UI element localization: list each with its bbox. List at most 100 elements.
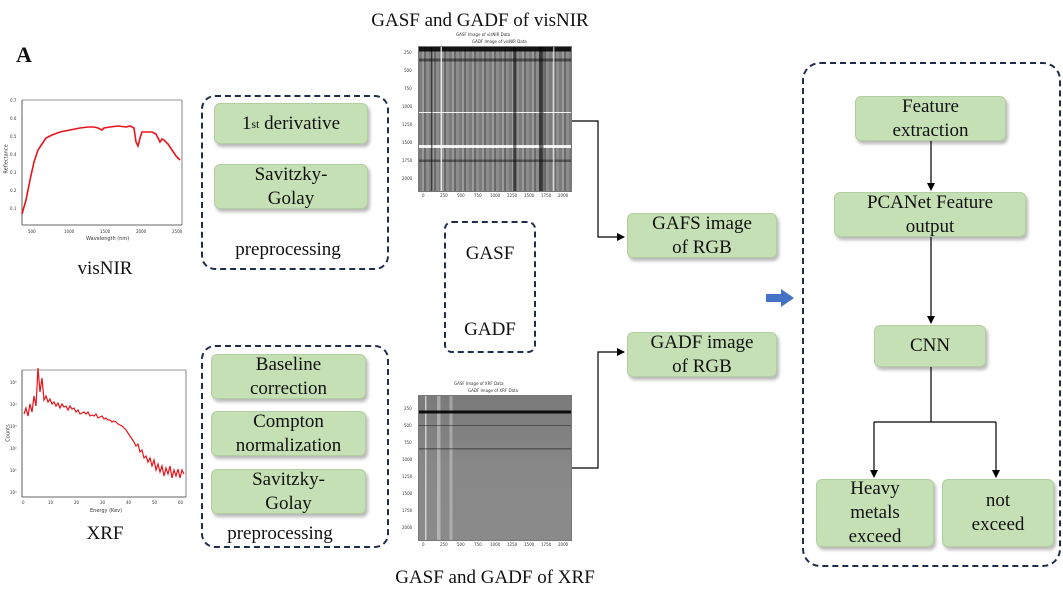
visnir-matrix-xtick: 250 — [440, 193, 448, 198]
gasf-label: GASF — [465, 243, 515, 264]
visnir-gadf-image-title: GADF Image of visNIR Data — [472, 39, 527, 44]
first-derivative-number: 1 — [241, 112, 252, 134]
visnir-matrix-xtick: 1500 — [524, 193, 535, 198]
not-exceed-box: not exceed — [942, 479, 1054, 547]
gadf-rgb-image-box: GADF image of RGB — [627, 332, 777, 377]
baseline-correction-box: Baseline correction — [211, 354, 366, 399]
xrf-gaf-matrix — [418, 395, 572, 541]
xrf-matrix-xtick: 1750 — [541, 542, 552, 547]
pcanet-feature-output-box: PCANet Feature output — [834, 192, 1026, 237]
visnir-xtick: 1500 — [100, 229, 111, 234]
xrf-xtick: 50 — [152, 500, 158, 505]
xrf-ylabel: Counts — [5, 424, 12, 442]
visnir-spectrum-plot: 500 1000 1500 2000 2500 0.7 0.6 0.5 0.4 … — [4, 92, 188, 242]
visnir-xtick: 2000 — [136, 229, 147, 234]
visnir-matrix-ytick: 1000 — [402, 104, 413, 109]
xrf-matrix-title: GASF and GADF of XRF — [395, 567, 595, 588]
xrf-ytick: 10⁴ — [10, 402, 17, 407]
big-flow-arrow — [766, 289, 794, 307]
visnir-matrix-xtick: 0 — [422, 193, 425, 198]
visnir-matrix-ytick: 1250 — [402, 122, 413, 127]
visnir-gaf-image: GASF Image of visNIR Data GADF Image of … — [394, 32, 584, 204]
xrf-matrix-xtick: 1250 — [507, 542, 518, 547]
visnir-ylabel: Reflectance — [3, 144, 10, 174]
xrf-matrix-ytick: 2000 — [402, 525, 413, 530]
visnir-ytick: 0.4 — [10, 152, 17, 157]
xrf-matrix-ytick: 250 — [404, 406, 412, 411]
xrf-xtick: 60 — [178, 500, 184, 505]
xrf-matrix-ytick: 1000 — [402, 457, 413, 462]
visnir-spectrum-line — [21, 125, 181, 215]
xrf-xtick: 10 — [48, 500, 54, 505]
visnir-matrix-ytick: 750 — [404, 86, 412, 91]
xrf-xlabel: Energy (Kev) — [90, 508, 123, 514]
visnir-matrix-xtick: 1000 — [490, 193, 501, 198]
visnir-gaf-matrix — [418, 46, 572, 192]
visnir-ytick: 0.7 — [10, 98, 17, 103]
transform-group — [444, 221, 536, 353]
xrf-matrix-xtick: 250 — [440, 542, 448, 547]
gasf-rgb-image-box: GAFS image of RGB — [627, 213, 777, 258]
visnir-matrix-xtick: 2000 — [558, 193, 569, 198]
visnir-gasf-image-title: GASF Image of visNIR Data — [456, 32, 511, 37]
xrf-xtick: 40 — [126, 500, 132, 505]
xrf-gadf-image-title: GADF Image of XRF Data — [468, 388, 519, 393]
first-derivative-text: derivative — [259, 112, 341, 134]
xrf-xtick: 30 — [100, 500, 106, 505]
visnir-ytick: 0.1 — [10, 206, 17, 211]
visnir-ytick: 0.2 — [10, 188, 17, 193]
xrf-ytick: 10⁰ — [10, 490, 17, 495]
xrf-preprocessing-label: preprocessing — [227, 523, 333, 544]
visnir-ytick: 0.3 — [10, 170, 17, 175]
xrf-caption: XRF — [86, 523, 124, 544]
xrf-gaf-image: GASF Image of XRF Data GADF Image of XRF… — [394, 381, 584, 553]
xrf-matrix-xtick: 1000 — [490, 542, 501, 547]
xrf-matrix-xtick: 1500 — [524, 542, 535, 547]
xrf-spectrum-plot: 0 10 20 30 40 50 60 10⁵ 10⁴ 10³ 10² 10¹ … — [5, 366, 190, 516]
compton-normalization-box: Compton normalization — [211, 411, 366, 456]
xrf-gasf-image-title: GASF Image of XRF Data — [454, 381, 504, 386]
visnir-matrix-title: GASF and GADF of visNIR — [371, 10, 589, 31]
xrf-matrix-ytick: 1500 — [402, 491, 413, 496]
visnir-ytick: 0.6 — [10, 116, 17, 121]
visnir-preprocessing-group — [201, 95, 389, 270]
visnir-preprocessing-label: preprocessing — [235, 239, 341, 260]
xrf-matrix-xtick: 750 — [474, 542, 482, 547]
heavy-metals-exceed-box: Heavy metals exceed — [816, 478, 934, 547]
xrf-matrix-xtick: 500 — [457, 542, 465, 547]
visnir-xtick: 2500 — [172, 229, 183, 234]
xrf-matrix-ytick: 500 — [404, 423, 412, 428]
visnir-matrix-ytick: 500 — [404, 68, 412, 73]
xrf-matrix-xtick: 2000 — [558, 542, 569, 547]
visnir-ytick: 0.5 — [10, 134, 17, 139]
xrf-spectrum-line — [23, 367, 185, 479]
visnir-matrix-xtick: 1250 — [507, 193, 518, 198]
visnir-caption: visNIR — [77, 258, 133, 279]
xrf-matrix-xtick: 0 — [422, 542, 425, 547]
xrf-ytick: 10³ — [10, 424, 17, 429]
xrf-xtick: 0 — [22, 500, 25, 505]
visnir-matrix-ytick: 1500 — [402, 140, 413, 145]
visnir-matrix-xtick: 500 — [457, 193, 465, 198]
xrf-ytick: 10² — [10, 446, 17, 451]
panel-label: A — [16, 42, 32, 67]
classification-pipeline-group — [802, 62, 1061, 567]
xrf-matrix-ytick: 750 — [404, 440, 412, 445]
visnir-matrix-ytick: 1750 — [402, 158, 413, 163]
visnir-xtick: 1000 — [64, 229, 75, 234]
visnir-xlabel: Wavelength (nm) — [86, 236, 130, 242]
xrf-ytick: 10⁵ — [10, 380, 17, 385]
gadf-label: GADF — [464, 319, 516, 340]
xrf-savitzky-golay-box: Savitzky-Golay — [211, 469, 366, 514]
cnn-box: CNN — [874, 325, 986, 367]
xrf-ytick: 10¹ — [10, 468, 17, 473]
visnir-xtick: 500 — [28, 229, 36, 234]
xrf-preprocessing-group — [201, 345, 389, 548]
visnir-matrix-xtick: 750 — [474, 193, 482, 198]
visnir-matrix-ytick: 2000 — [402, 176, 413, 181]
visnir-savitzky-golay-box: Savitzky-Golay — [214, 164, 368, 209]
xrf-matrix-ytick: 1250 — [402, 474, 413, 479]
xrf-xtick: 20 — [74, 500, 80, 505]
feature-extraction-box: Feature extraction — [855, 96, 1006, 141]
